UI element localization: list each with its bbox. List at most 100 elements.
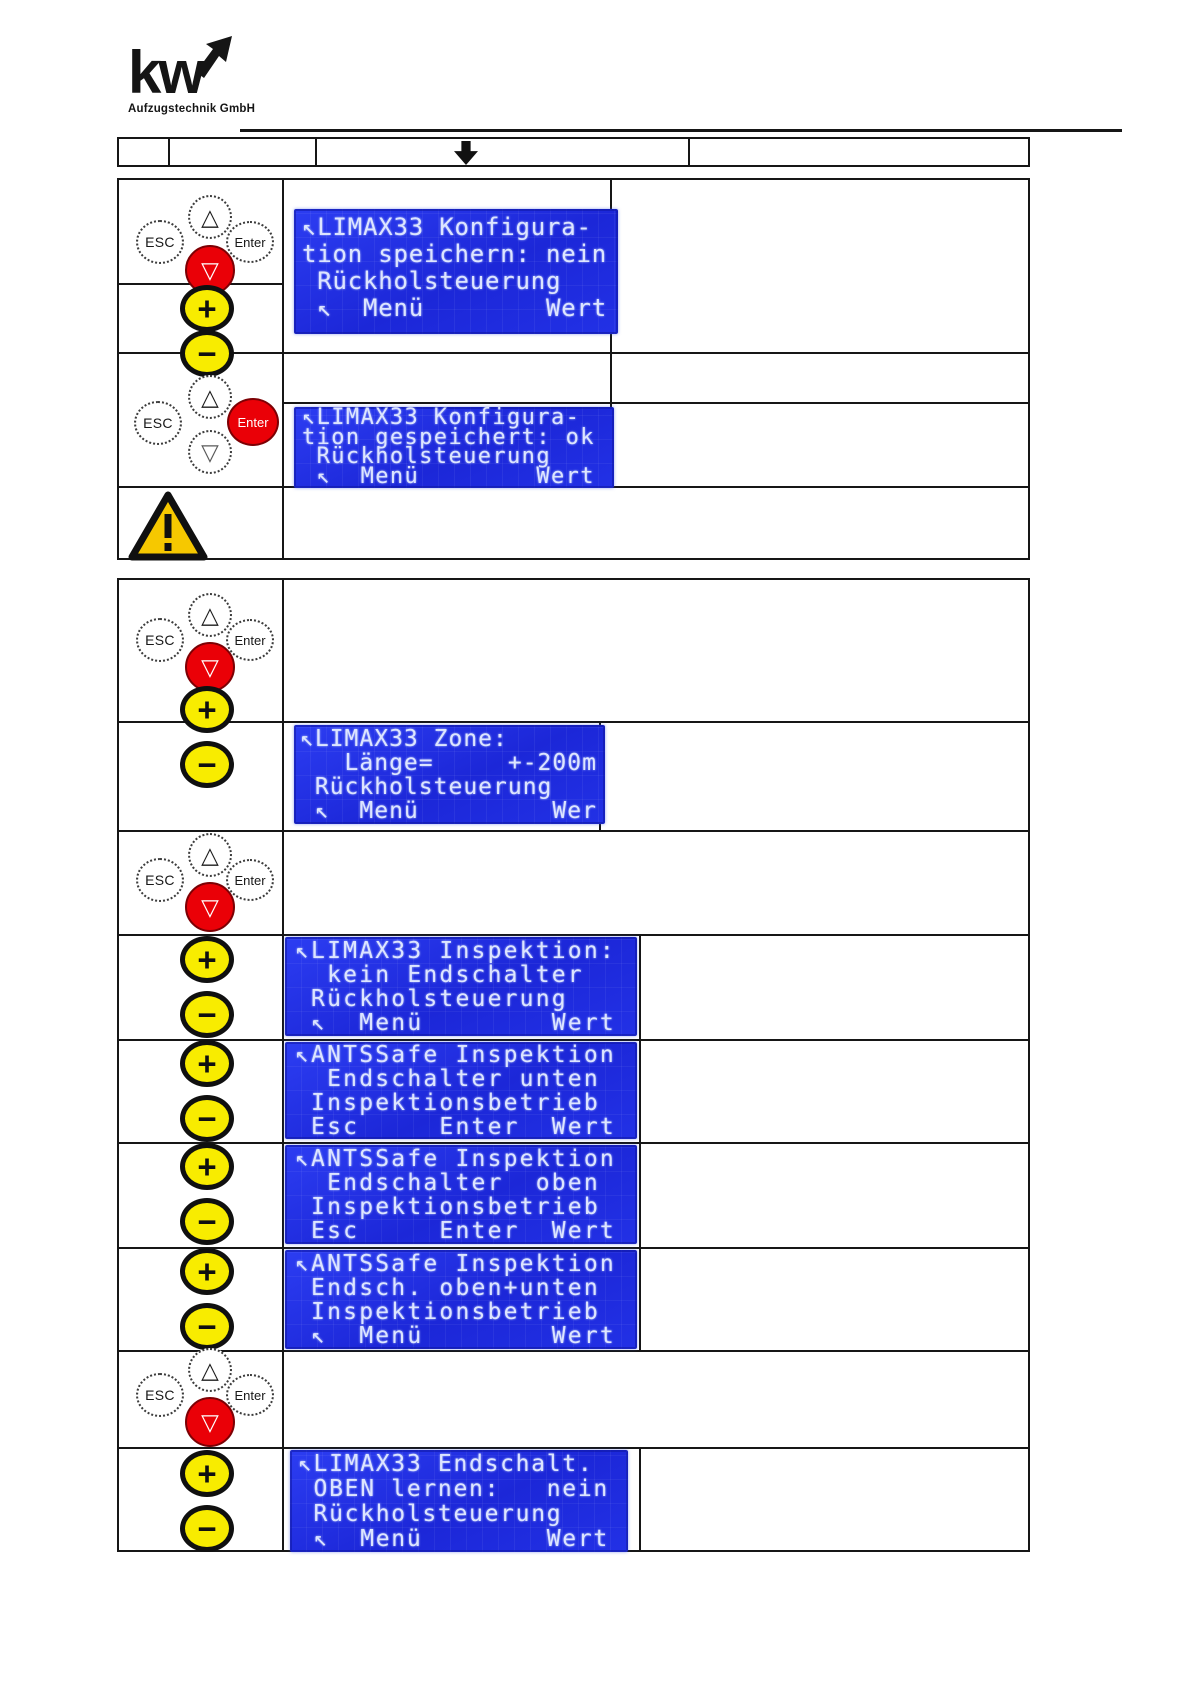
down-arrow-icon: ▽ [201, 1408, 219, 1435]
grid-line [315, 139, 317, 165]
lcd-line: OBEN lernen: nein [298, 1476, 609, 1502]
grid-line [688, 139, 690, 165]
minus-button[interactable]: − [180, 741, 234, 788]
grid-line [119, 721, 1028, 723]
grid-line [119, 1350, 1028, 1352]
lcd-screen-konfig-gespeichert: ↖LIMAX33 Konfigura- tion gespeichert: ok… [294, 407, 614, 488]
lcd-line: Rückholsteuerung [302, 444, 551, 469]
procedure-table-2: △ ESC Enter ▽ + − ↖LIMAX33 Zone: Länge= … [117, 578, 1030, 1552]
lcd-line: ↖ANTSSafe Inspektion [295, 1146, 616, 1172]
down-button[interactable]: ▽ [185, 642, 235, 692]
down-button[interactable]: ▽ [185, 882, 235, 932]
grid-line [119, 830, 1028, 832]
enter-button[interactable]: Enter [226, 1374, 274, 1416]
grid-line [639, 1447, 641, 1550]
up-button[interactable]: △ [188, 593, 232, 637]
esc-button[interactable]: ESC [136, 220, 184, 264]
minus-button[interactable]: − [180, 1505, 234, 1552]
enter-button[interactable]: Enter [226, 221, 274, 263]
logo-arrow-icon [196, 36, 232, 78]
down-arrow-icon: ▽ [201, 438, 219, 465]
warning-icon [128, 491, 208, 561]
lcd-line: ↖LIMAX33 Konfigura- [302, 407, 581, 430]
lcd-line: ↖LIMAX33 Zone: [300, 726, 508, 752]
lcd-line: Länge= +-200m [300, 750, 597, 776]
lcd-line: Inspektionsbetrieb [295, 1194, 600, 1220]
lcd-line: ↖ANTSSafe Inspektion [295, 1251, 616, 1277]
plus-button[interactable]: + [180, 1040, 234, 1087]
lcd-screen-antssafe-oben-unten: ↖ANTSSafe Inspektion Endsch. oben+unten … [285, 1250, 637, 1349]
plus-button[interactable]: + [180, 1450, 234, 1497]
letterhead-rule [240, 129, 1122, 132]
grid-line [119, 352, 1028, 354]
lcd-screen-konfig-speichern: ↖LIMAX33 Konfigura- tion speichern: nein… [294, 209, 618, 334]
esc-button[interactable]: ESC [136, 858, 184, 902]
lcd-screen-zone: ↖LIMAX33 Zone: Länge= +-200m Rückholsteu… [294, 725, 605, 824]
lcd-line: Inspektionsbetrieb [295, 1090, 600, 1116]
lcd-line: ↖ Menü Wert [295, 1323, 616, 1349]
grid-line [119, 1447, 1028, 1449]
grid-line [168, 139, 170, 165]
header-table [117, 137, 1030, 167]
esc-button[interactable]: ESC [134, 401, 182, 445]
down-arrow-icon: ▽ [201, 893, 219, 920]
enter-button[interactable]: Enter [226, 619, 274, 661]
lcd-line: ↖ Menü Wert [302, 294, 607, 322]
lcd-line: Esc Enter Wert [295, 1114, 616, 1139]
lcd-screen-antssafe-unten: ↖ANTSSafe Inspektion Endschalter unten I… [285, 1042, 637, 1139]
grid-line [282, 402, 1028, 404]
lcd-line: tion gespeichert: ok [302, 424, 595, 450]
up-button[interactable]: △ [188, 1348, 232, 1392]
lcd-line: Rückholsteuerung [302, 267, 562, 295]
lcd-line: Rückholsteuerung [295, 986, 568, 1012]
lcd-line: Rückholsteuerung [298, 1501, 563, 1527]
lcd-line: ↖ Menü Wert [302, 463, 595, 488]
down-button[interactable]: ▽ [185, 1397, 235, 1447]
lcd-line: tion speichern: nein [302, 240, 607, 268]
grid-line [119, 1142, 1028, 1144]
up-button[interactable]: △ [188, 195, 232, 239]
up-arrow-icon: △ [201, 601, 219, 628]
grid-line [119, 934, 1028, 936]
grid-line [282, 180, 284, 558]
plus-button[interactable]: + [180, 686, 234, 733]
down-arrow-icon: ▽ [201, 653, 219, 680]
plus-button[interactable]: + [180, 1248, 234, 1295]
plus-button[interactable]: + [180, 1143, 234, 1190]
up-arrow-icon: △ [201, 203, 219, 230]
plus-button[interactable]: + [180, 285, 234, 332]
lcd-line: ↖ANTSSafe Inspektion [295, 1042, 616, 1068]
esc-button[interactable]: ESC [136, 618, 184, 662]
enter-button[interactable]: Enter [226, 859, 274, 901]
grid-line [119, 1247, 1028, 1249]
lcd-line: ↖LIMAX33 Endschalt. [298, 1451, 594, 1477]
lcd-screen-antssafe-oben: ↖ANTSSafe Inspektion Endschalter oben In… [285, 1145, 637, 1244]
lcd-line: Esc Enter Wert [295, 1218, 616, 1244]
lcd-line: ↖LIMAX33 Inspektion: [295, 938, 616, 964]
up-button[interactable]: △ [188, 833, 232, 877]
minus-button[interactable]: − [180, 1198, 234, 1245]
lcd-line: Endsch. oben+unten [295, 1275, 600, 1301]
minus-button[interactable]: − [180, 991, 234, 1038]
lcd-line: Rückholsteuerung [300, 774, 553, 800]
logo-subtitle: Aufzugstechnik GmbH [128, 103, 256, 115]
minus-button[interactable]: − [180, 1303, 234, 1350]
grid-line [119, 1039, 1028, 1041]
procedure-table-1: △ ESC Enter ▽ + − ↖LIMAX33 Konfigura- ti… [117, 178, 1030, 561]
grid-line [282, 580, 284, 1550]
lcd-line: ↖ Menü Wer [300, 798, 597, 824]
kw-logo: kw Aufzugstechnik GmbH [128, 36, 268, 115]
lcd-line: ↖LIMAX33 Konfigura- [302, 213, 592, 241]
lcd-line: Endschalter unten [295, 1066, 600, 1092]
down-button[interactable]: ▽ [188, 430, 232, 474]
up-button[interactable]: △ [188, 375, 232, 419]
lcd-line: ↖ Menü Wert [295, 1010, 616, 1036]
plus-button[interactable]: + [180, 936, 234, 983]
minus-button[interactable]: − [180, 330, 234, 377]
kw-logo-text: kw [128, 39, 205, 106]
enter-button[interactable]: Enter [227, 398, 279, 446]
esc-button[interactable]: ESC [136, 1373, 184, 1417]
lcd-screen-inspektion: ↖LIMAX33 Inspektion: kein Endschalter Rü… [285, 937, 637, 1036]
minus-button[interactable]: − [180, 1095, 234, 1142]
